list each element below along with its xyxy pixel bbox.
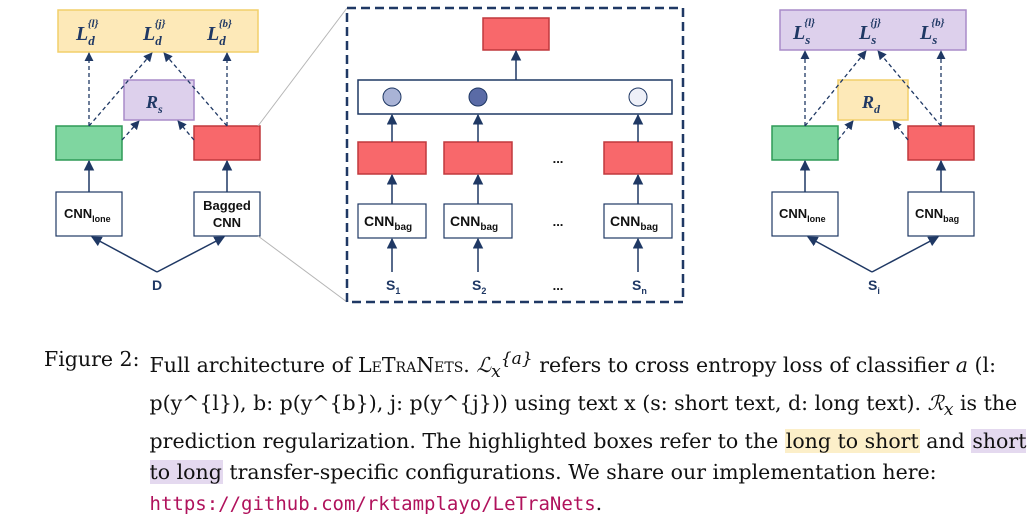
zoom-guides (257, 7, 348, 303)
reg-symbol: ℛx (927, 390, 954, 421)
caption-text-6: and (919, 429, 972, 454)
caption-text-8: . (595, 491, 603, 516)
right-regularizer-label: Rd (861, 92, 881, 116)
middle-cnn-bag-label-2: CNNbag (450, 213, 498, 233)
left-loss-label-j: Ld{j} (142, 18, 166, 48)
middle-panel: CNNbag CNNbag CNNbag ... ... ... S1 S2 S… (345, 6, 685, 304)
left-loss-label-l: Ld{l} (75, 18, 99, 48)
left-loss-label-b: Ld{b} (206, 18, 232, 48)
attention-weight-n (628, 87, 648, 107)
right-cnn-bag-label: CNNbag (915, 206, 959, 224)
middle-cnn-bag-label-n: CNNbag (610, 213, 658, 233)
middle-input-s2: S2 (472, 277, 486, 296)
middle-input-sn: Sn (632, 277, 647, 296)
right-loss-label-l: Ls{l} (792, 17, 815, 47)
middle-ellipsis-3: ... (553, 278, 564, 293)
left-green-box (55, 125, 123, 161)
right-input-label: Si (868, 277, 880, 296)
middle-ellipsis-2: ... (553, 214, 564, 229)
caption-text-3: refers to cross entropy loss of classifi… (532, 352, 956, 377)
var-a: a (955, 352, 968, 377)
right-red-box (907, 125, 975, 161)
left-bagged-cnn-line1: Bagged (203, 198, 251, 213)
right-cnn-lone-label: CNNlone (779, 206, 826, 224)
middle-top-red-box (482, 17, 550, 51)
right-loss-label-b: Ls{b} (919, 17, 945, 47)
middle-cnn-bag-box-n (603, 203, 673, 239)
architecture-figure: Ld{l} Ld{j} Ld{b} Rs CNNlone Bagged CNN … (55, 6, 975, 304)
attention-weight-2 (468, 87, 488, 107)
right-panel: Ls{l} Ls{j} Ls{b} Rd CNNlone CNNbag Si (771, 9, 975, 296)
caption-text-7: transfer-specific configurations. We sha… (222, 460, 937, 485)
middle-ellipsis-1: ... (553, 151, 564, 166)
caption-body: Full architecture of LeTraNets. ℒx{a} re… (149, 344, 1034, 520)
left-regularizer-label: Rs (145, 92, 163, 116)
middle-dashed-frame (345, 6, 685, 304)
right-cnn-bag-box (907, 191, 975, 237)
right-loss-box (779, 9, 967, 51)
middle-cnn-bag-label-1: CNNbag (364, 213, 412, 233)
left-input-label: D (152, 277, 162, 293)
right-cnn-lone-box (771, 191, 839, 237)
caption-text-4: (l: p(y^{l}), b: p(y^{b}), j: p(y^{j})) … (149, 352, 996, 415)
highlight-long-to-short: long to short (784, 429, 920, 454)
middle-red-box-n (603, 141, 673, 175)
model-name: LeTraNets (358, 352, 464, 377)
left-cnn-lone-label: CNNlone (64, 206, 111, 224)
left-bagged-cnn-line2: CNN (213, 215, 241, 230)
middle-input-s1: S1 (386, 277, 400, 296)
left-bagged-cnn-box (193, 191, 261, 237)
attention-weight-1 (382, 87, 402, 107)
caption-text-2: . (463, 352, 477, 377)
implementation-link[interactable]: https://github.com/rktamplayo/LeTraNets (149, 493, 596, 516)
figure-caption: Figure 2: Full architecture of LeTraNets… (44, 344, 1034, 520)
middle-attention-bar (357, 79, 673, 115)
middle-red-box-2 (443, 141, 513, 175)
figure-label: Figure 2: (44, 347, 140, 371)
left-regularizer-box (123, 79, 195, 121)
left-panel: Ld{l} Ld{j} Ld{b} Rs CNNlone Bagged CNN … (55, 9, 261, 293)
left-loss-box (57, 9, 259, 53)
loss-symbol: ℒx{a} (476, 349, 533, 382)
right-regularizer-box (837, 79, 909, 121)
caption-text-5: is the prediction regularization. The hi… (149, 390, 1018, 454)
left-red-box (193, 125, 261, 161)
middle-red-box-1 (357, 141, 427, 175)
caption-text-1: Full architecture of (149, 352, 352, 377)
right-green-box (771, 125, 839, 161)
middle-cnn-bag-box-2 (443, 203, 513, 239)
right-loss-label-j: Ls{j} (858, 17, 881, 47)
